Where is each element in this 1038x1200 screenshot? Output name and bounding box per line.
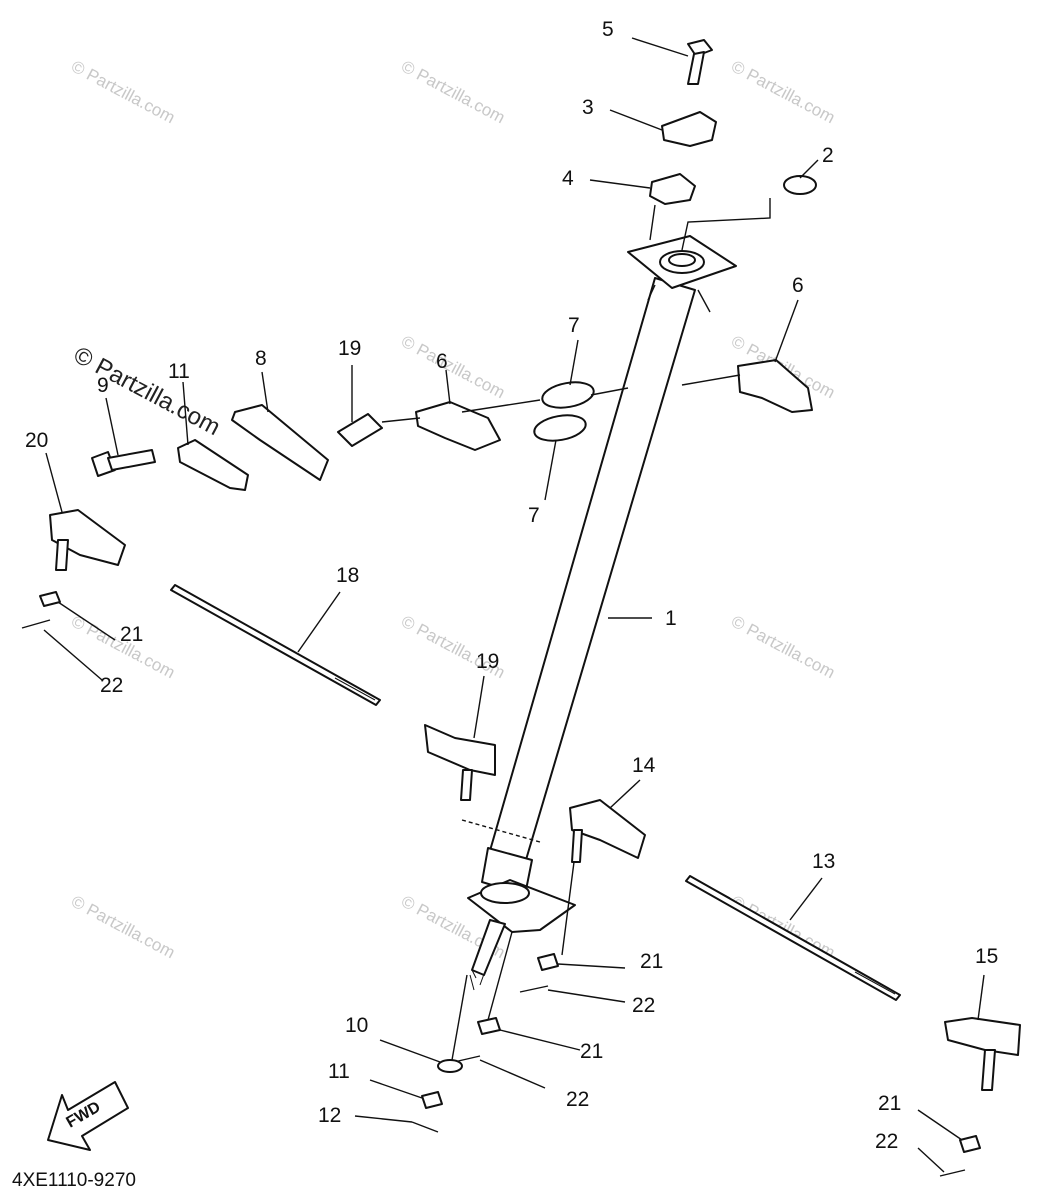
leader-lines bbox=[43, 37, 985, 1173]
callout-label: 21 bbox=[120, 623, 143, 646]
callout-label: 21 bbox=[640, 950, 663, 973]
callout-label: 10 bbox=[345, 1014, 368, 1037]
watermark: © Partzilla.com bbox=[68, 892, 178, 963]
callout-label: 11 bbox=[328, 1060, 350, 1083]
callout-label: 22 bbox=[632, 994, 655, 1017]
callout-label: 3 bbox=[582, 96, 594, 119]
circlip-lower-part-7 bbox=[533, 414, 587, 442]
circlip-upper-part-7 bbox=[541, 381, 595, 409]
nut-part-13 bbox=[421, 1091, 443, 1109]
callout-labels: 5 3 4 2 6 7 7 6 19 8 11 9 20 1 18 19 14 … bbox=[25, 18, 998, 1153]
watermarks: © Partzilla.com © Partzilla.com © Partzi… bbox=[68, 57, 838, 963]
clamp-right-part-6 bbox=[737, 359, 813, 413]
callout-label: 15 bbox=[975, 945, 998, 968]
clamp-upper-part-3 bbox=[661, 111, 717, 147]
watermark: © Partzilla.com bbox=[728, 612, 838, 683]
callout-label: 9 bbox=[97, 374, 109, 397]
tie-rod-end-part-16 bbox=[569, 799, 646, 863]
clamp-lower-part-4 bbox=[649, 173, 696, 205]
nut-part-21 bbox=[537, 953, 559, 971]
callout-label: 4 bbox=[562, 167, 574, 190]
lock-washer-part-10 bbox=[177, 439, 249, 491]
cotter-pin-part-22 bbox=[519, 985, 549, 993]
callout-label: 22 bbox=[566, 1088, 589, 1111]
collar-part-11 bbox=[337, 413, 383, 447]
callout-label: 20 bbox=[25, 429, 48, 452]
callout-label: 1 bbox=[665, 607, 677, 630]
tie-rod-end-part-17 bbox=[944, 1017, 1021, 1091]
tie-rod-part-15 bbox=[685, 875, 901, 1001]
callout-label: 21 bbox=[878, 1092, 901, 1115]
nut-part-21 bbox=[959, 1135, 981, 1153]
callout-label: 12 bbox=[318, 1104, 341, 1127]
callout-label: 11 bbox=[168, 360, 190, 383]
watermark: © Partzilla.com bbox=[398, 57, 508, 128]
bolt-part-5 bbox=[687, 39, 713, 85]
nut-part-21 bbox=[39, 591, 61, 607]
callout-label: 6 bbox=[792, 274, 804, 297]
callout-label: 22 bbox=[100, 674, 123, 697]
watermark: © Partzilla.com bbox=[68, 57, 178, 128]
callout-label: 8 bbox=[255, 347, 267, 370]
watermark: © Partzilla.com bbox=[728, 57, 838, 128]
callout-label: 18 bbox=[336, 564, 359, 587]
callout-label: 14 bbox=[632, 754, 656, 777]
drawing-code: 4XE1110-9270 bbox=[12, 1170, 136, 1191]
callout-label: 22 bbox=[875, 1130, 898, 1153]
callout-label: 2 bbox=[822, 144, 834, 167]
washer-part-12 bbox=[437, 1059, 463, 1073]
callout-label: 19 bbox=[476, 650, 499, 673]
tie-rod-end-part-19 bbox=[424, 724, 496, 801]
steering-shaft bbox=[461, 235, 737, 991]
nut-part-21 bbox=[477, 1017, 501, 1035]
cotter-pin-part-22 bbox=[939, 1169, 966, 1177]
callout-label: 19 bbox=[338, 337, 361, 360]
tie-rod-part-18 bbox=[170, 584, 381, 706]
callout-label: 5 bbox=[602, 18, 614, 41]
callout-label: 13 bbox=[812, 850, 835, 873]
watermark: © Partzilla.com bbox=[398, 332, 508, 403]
callout-label: 21 bbox=[580, 1040, 603, 1063]
callout-label: 6 bbox=[436, 350, 448, 373]
cotter-pin-part-22 bbox=[21, 619, 51, 629]
watermark-large: © Partzilla.com bbox=[69, 341, 224, 441]
clamp-left-part-6 bbox=[415, 401, 501, 451]
cap-part-2 bbox=[783, 175, 817, 195]
fwd-arrow-icon: FWD bbox=[47, 1081, 129, 1151]
callout-label: 7 bbox=[568, 314, 580, 337]
callout-label: 7 bbox=[528, 504, 540, 527]
cotter-pin-part-14 bbox=[411, 1121, 439, 1133]
plate-part-8 bbox=[231, 404, 329, 481]
tie-rod-end-part-20 bbox=[49, 509, 126, 571]
bolt-part-9 bbox=[91, 449, 156, 477]
